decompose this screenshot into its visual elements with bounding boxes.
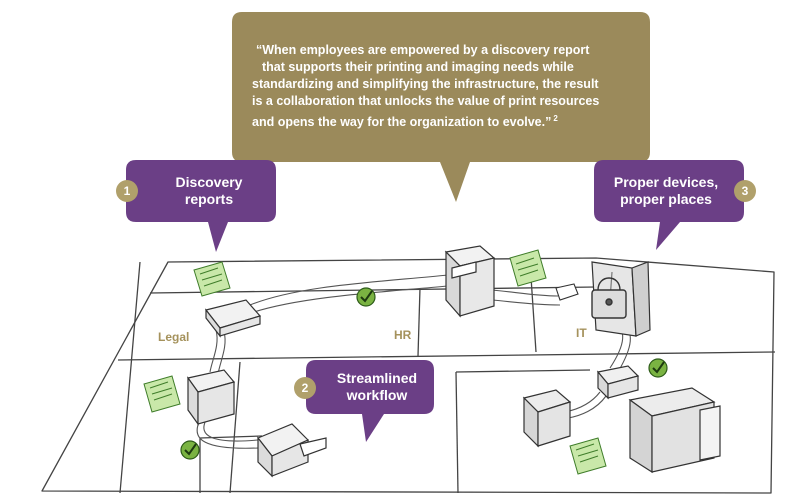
room-label-legal: Legal [158,330,190,344]
checkmark-icon [648,358,668,378]
quote-line: and opens the way for the organization t… [252,110,632,131]
quote-line: “When employees are empowered by a disco… [256,43,590,57]
printer-icon [186,369,236,426]
quote-line: that supports their printing and imaging… [262,60,574,74]
room-label-it: IT [576,326,587,340]
callout-label-workflow: Streamlined workflow [322,370,432,404]
quote-text: “When employees are empowered by a disco… [252,42,632,131]
mfp-icon [444,245,496,318]
document-icon [569,437,607,475]
document-icon [143,375,181,413]
printer-icon [204,299,262,338]
callout-line: Streamlined [336,370,418,386]
quote-line-text: and opens the way for the organization t… [252,115,552,130]
checkmark-icon [356,287,376,307]
quote-footnote: 2 [553,114,558,123]
callout-bubble-devices [594,160,744,250]
document-icon [193,261,231,297]
printer-icon [257,423,327,478]
callout-label-devices: Proper devices, proper places [600,174,732,208]
callout-line: workflow [346,387,408,403]
checkmark-icon [180,440,200,460]
callout-number-2: 2 [294,377,316,399]
room-label-hr: HR [394,328,412,342]
callout-bubble-workflow [306,360,434,442]
callout-line: reports [184,191,234,207]
callout-number-3: 3 [734,180,756,202]
printer-icon [555,283,579,301]
callout-number-1: 1 [116,180,138,202]
callout-line: Discovery [175,174,243,190]
callout-bubble-discovery [126,160,276,252]
quote-line: is a collaboration that unlocks the valu… [252,94,600,108]
callout-label-discovery: Discovery reports [150,174,268,208]
printer-icon [596,365,640,400]
printer-icon [522,389,572,448]
quote-bubble [232,12,650,202]
document-icon [509,249,547,287]
padlock-icon [591,277,627,319]
quote-line: standardizing and simplifying the infras… [252,77,599,91]
callout-line: proper places [620,191,712,207]
callout-line: Proper devices, [613,174,719,190]
mfp-icon [628,387,721,474]
